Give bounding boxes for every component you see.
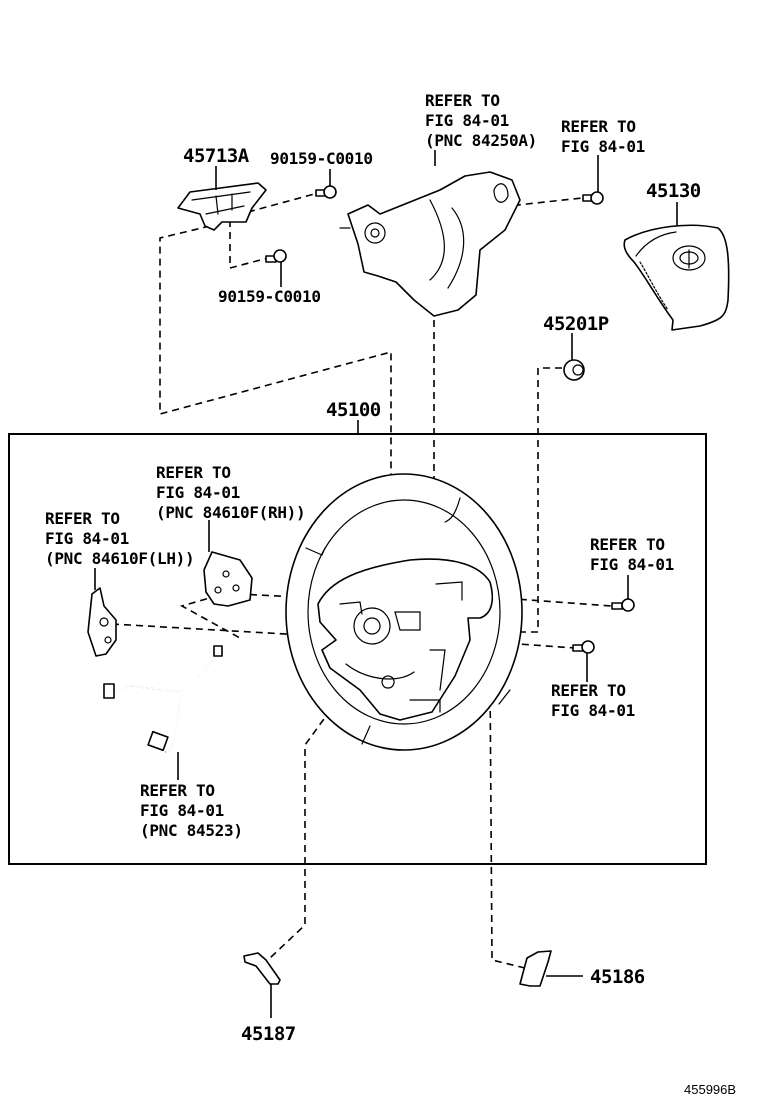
- lower-cover-84250a-drawing: [339, 171, 521, 317]
- svg-text:REFER TO: REFER TO: [561, 117, 636, 136]
- part-number-90159-c0010-upper: 90159-C0010: [270, 149, 373, 168]
- reference-label-84523: REFER TO FIG 84-01 (PNC 84523): [140, 781, 243, 840]
- svg-text:REFER TO: REFER TO: [140, 781, 215, 800]
- svg-text:FIG 84-01: FIG 84-01: [425, 111, 509, 130]
- reference-label-84610f-lh: REFER TO FIG 84-01 (PNC 84610F(LH)): [45, 509, 195, 568]
- drawing-number: 455996B: [684, 1082, 736, 1097]
- nut-45201p-drawing: [563, 359, 585, 381]
- reference-label-screw-right-lower: REFER TO FIG 84-01: [551, 681, 635, 720]
- wire-harness-84523-drawing: [103, 645, 223, 753]
- svg-text:REFER TO: REFER TO: [45, 509, 120, 528]
- part-number-90159-c0010-lower: 90159-C0010: [218, 287, 321, 306]
- switch-rh-84610f-drawing: [203, 551, 253, 607]
- svg-text:(PNC 84523): (PNC 84523): [140, 821, 243, 840]
- part-number-45201p: 45201P: [543, 313, 609, 335]
- part-number-45713a: 45713A: [183, 145, 250, 167]
- reference-label-84610f-rh: REFER TO FIG 84-01 (PNC 84610F(RH)): [156, 463, 306, 522]
- part-number-45100: 45100: [326, 399, 381, 421]
- svg-text:REFER TO: REFER TO: [156, 463, 231, 482]
- bracket-45713a-drawing: [177, 182, 267, 231]
- bolt-90159-lower-drawing: [265, 249, 287, 263]
- svg-text:FIG 84-01: FIG 84-01: [156, 483, 240, 502]
- svg-text:(PNC 84610F(LH)): (PNC 84610F(LH)): [45, 549, 194, 568]
- part-number-45187: 45187: [241, 1023, 296, 1045]
- svg-text:(PNC 84250A): (PNC 84250A): [425, 131, 537, 150]
- svg-text:(PNC 84610F(RH)): (PNC 84610F(RH)): [156, 503, 305, 522]
- steering-wheel-45100-drawing: [285, 473, 523, 751]
- svg-text:FIG 84-01: FIG 84-01: [140, 801, 224, 820]
- bolt-90159-upper-drawing: [315, 185, 337, 199]
- screw-right-lower-drawing: [572, 640, 595, 654]
- trim-45187-drawing: [243, 952, 281, 985]
- svg-text:REFER TO: REFER TO: [590, 535, 665, 554]
- svg-text:REFER TO: REFER TO: [425, 91, 500, 110]
- svg-text:FIG 84-01: FIG 84-01: [45, 529, 129, 548]
- airbag-45130-drawing: [623, 224, 730, 331]
- trim-45186-drawing: [519, 950, 552, 987]
- svg-text:FIG 84-01: FIG 84-01: [590, 555, 674, 574]
- reference-label-84250a: REFER TO FIG 84-01 (PNC 84250A): [425, 91, 537, 150]
- screw-right-upper-drawing: [611, 598, 635, 612]
- screw-top-right-drawing: [582, 191, 604, 205]
- switch-lh-84610f-drawing: [87, 587, 117, 657]
- part-number-45186: 45186: [590, 966, 645, 988]
- svg-text:FIG 84-01: FIG 84-01: [561, 137, 645, 156]
- leader-lines: [94, 150, 678, 1018]
- reference-label-screw-right-upper: REFER TO FIG 84-01: [590, 535, 674, 574]
- part-number-45130: 45130: [646, 180, 701, 202]
- reference-label-screw-top: REFER TO FIG 84-01: [561, 117, 645, 156]
- svg-text:FIG 84-01: FIG 84-01: [551, 701, 635, 720]
- svg-text:REFER TO: REFER TO: [551, 681, 626, 700]
